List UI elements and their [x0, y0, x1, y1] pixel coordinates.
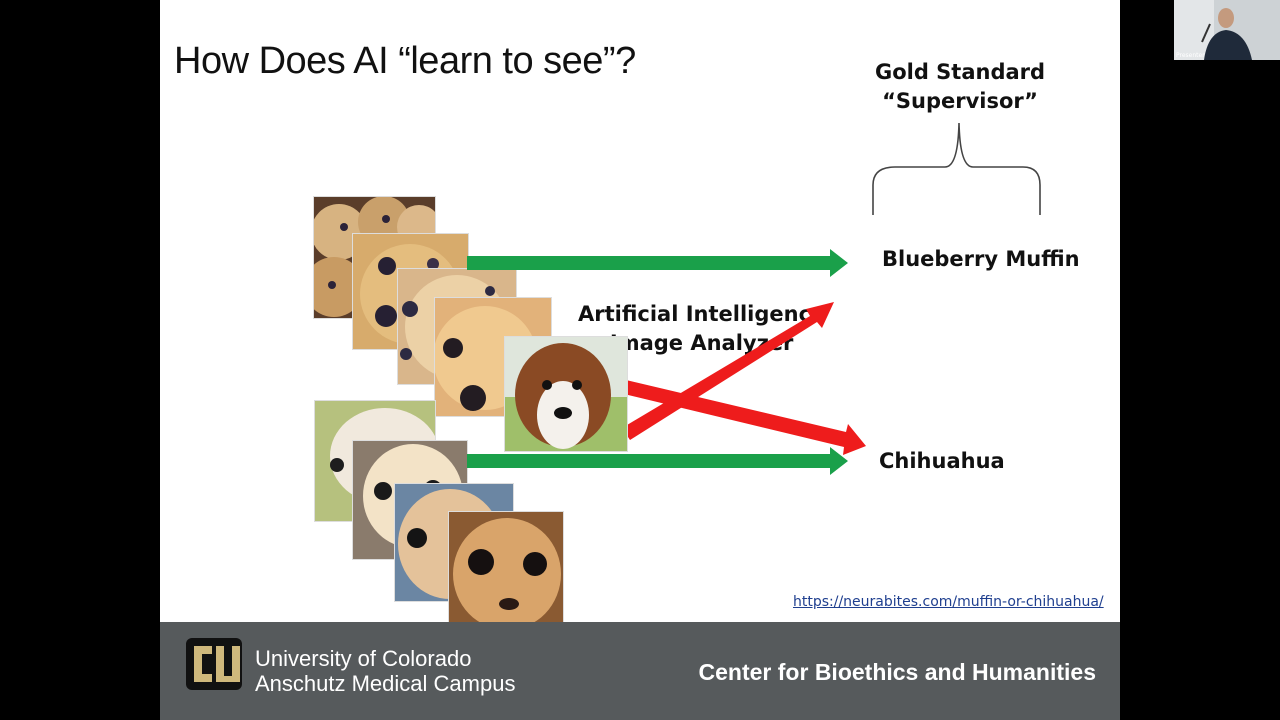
- arrow-dog-to-muffin-wrong: [622, 302, 834, 440]
- arrow-layer: [467, 249, 866, 475]
- ai-label-line1: Artificial Intelligence: [578, 302, 826, 326]
- label-chihuahua: Chihuahua: [879, 449, 1005, 473]
- cu-logo-icon: [186, 638, 242, 690]
- university-line1: University of Colorado: [255, 646, 472, 671]
- gold-standard-line2: “Supervisor”: [882, 89, 1038, 113]
- gold-standard-line1: Gold Standard: [874, 60, 1046, 84]
- arrow-muffin-correct: [467, 249, 848, 277]
- presenter-tag: Presenter: [1176, 52, 1205, 59]
- chihuahua-image-4: [448, 511, 564, 633]
- center-name: Center for Bioethics and Humanities: [698, 659, 1096, 685]
- st-bernard-image: [504, 336, 628, 452]
- gold-standard-label: Gold Standard “Supervisor”: [860, 58, 1060, 116]
- supervisor-brace: [872, 122, 1041, 215]
- footer: University of Colorado Anschutz Medical …: [160, 622, 1120, 720]
- slide-title: How Does AI “learn to see”?: [174, 40, 636, 82]
- slide: How Does AI “learn to see”? Gold Standar…: [160, 0, 1120, 720]
- university-line2: Anschutz Medical Campus: [255, 671, 516, 696]
- presenter-image: [1174, 0, 1280, 60]
- source-link[interactable]: https://neurabites.com/muffin-or-chihuah…: [793, 594, 1104, 610]
- label-blueberry-muffin: Blueberry Muffin: [882, 247, 1080, 271]
- presenter-video-thumbnail[interactable]: Presenter: [1174, 0, 1280, 60]
- arrow-chihuahua-correct: [467, 447, 848, 475]
